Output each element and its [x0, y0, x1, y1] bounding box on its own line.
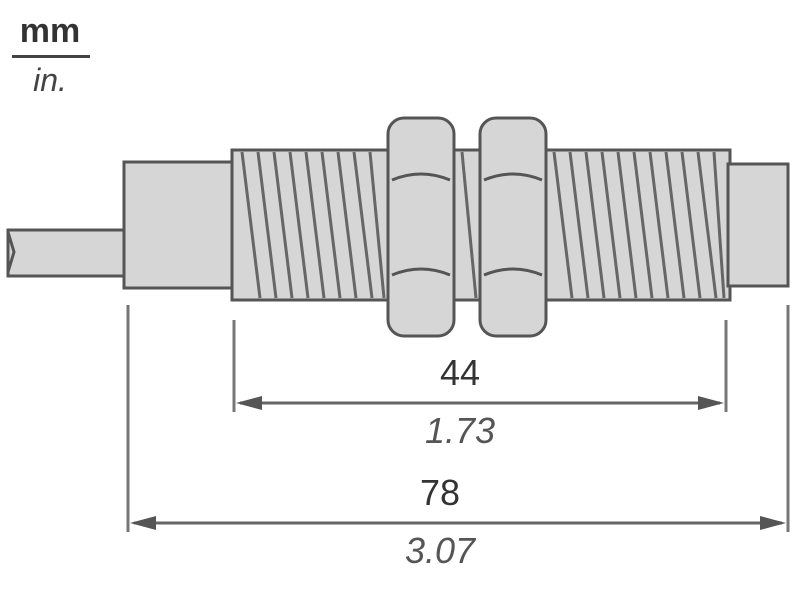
thread-line — [460, 151, 478, 299]
rear-housing — [122, 160, 236, 290]
thread-line — [584, 151, 606, 299]
thread-line — [568, 151, 590, 299]
thread-line — [632, 151, 654, 299]
thread-length-mm: 44 — [439, 352, 481, 393]
thread-line — [616, 151, 638, 299]
unit-fraction-bar — [12, 55, 90, 58]
thread-line — [320, 151, 342, 299]
dimension-line-thread — [236, 396, 724, 410]
dimension-line-overall — [130, 516, 786, 530]
thread-line — [552, 151, 574, 299]
unit-in-label: in. — [33, 62, 67, 98]
cable-break-mark — [6, 231, 16, 273]
thread-line — [696, 151, 718, 299]
thread-line — [712, 151, 726, 299]
thread-line — [240, 151, 262, 299]
thread-line — [648, 151, 670, 299]
thread-line — [336, 151, 358, 299]
unit-mm-label: mm — [19, 12, 81, 50]
thread-line — [256, 151, 278, 299]
thread-line — [304, 151, 326, 299]
thread-line — [664, 151, 686, 299]
cable — [6, 228, 128, 278]
thread-line — [272, 151, 294, 299]
thread-length-in: 1.73 — [424, 410, 496, 451]
thread-line — [352, 151, 374, 299]
thread-line — [600, 151, 622, 299]
thread-line — [288, 151, 310, 299]
hex-nut-left — [386, 116, 456, 338]
front-sensing-face — [726, 162, 790, 288]
thread-line — [680, 151, 702, 299]
overall-length-mm: 78 — [419, 472, 461, 513]
extension-lines — [126, 305, 790, 532]
hex-nut-right — [478, 116, 548, 338]
overall-length-in: 3.07 — [404, 530, 476, 571]
thread-line — [368, 151, 386, 299]
